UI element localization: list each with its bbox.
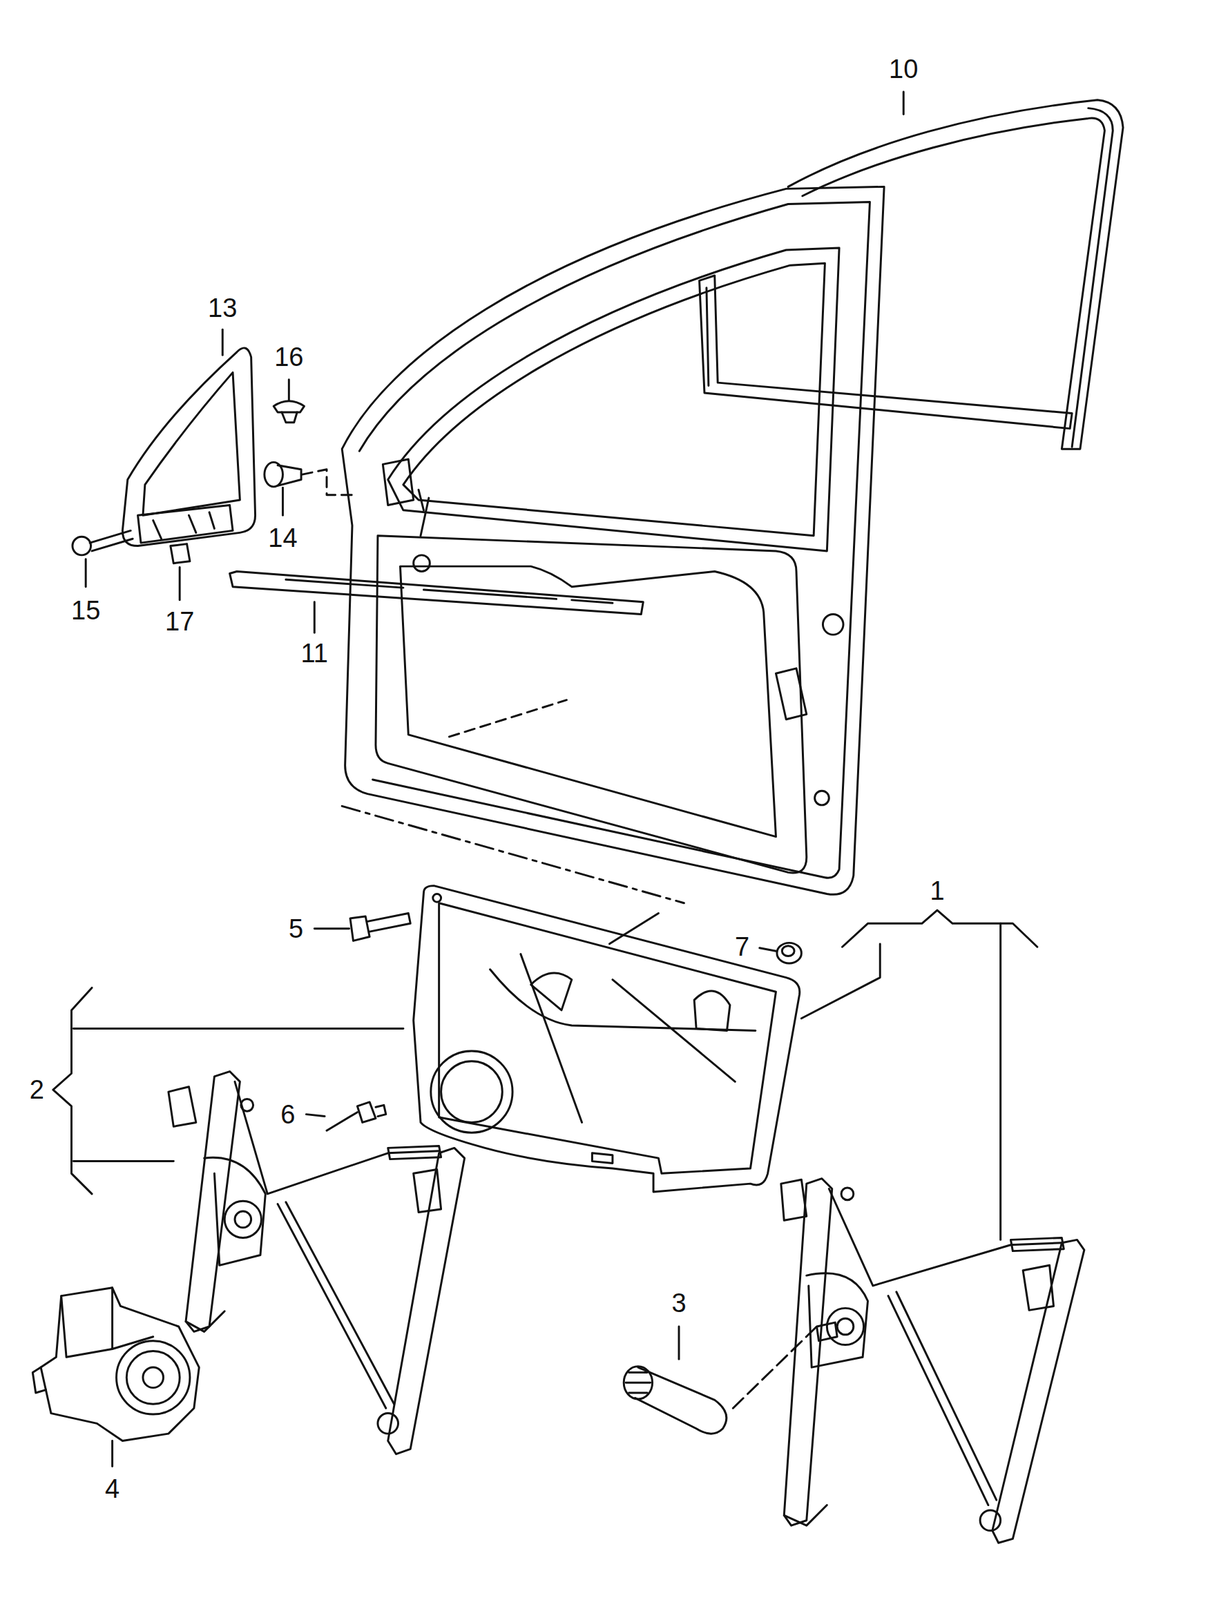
window-regulator-left bbox=[168, 1071, 465, 1455]
window-strip bbox=[229, 571, 644, 615]
callout-number: 2 bbox=[27, 1076, 47, 1104]
bracket-2 bbox=[53, 987, 92, 1194]
door-module-carrier bbox=[413, 886, 800, 1193]
leader-lines bbox=[73, 91, 1001, 1467]
grommet-14 bbox=[264, 462, 302, 487]
callout-number: 4 bbox=[102, 1475, 122, 1503]
window-motor bbox=[32, 1288, 199, 1442]
callout-number: 7 bbox=[732, 933, 752, 961]
callout-number: 15 bbox=[69, 596, 103, 625]
callout-number: 6 bbox=[278, 1100, 297, 1129]
window-crank bbox=[623, 1366, 727, 1435]
bolt-5 bbox=[350, 913, 411, 942]
callout-number: 1 bbox=[927, 877, 947, 905]
callout-number: 13 bbox=[205, 294, 239, 322]
door-shell bbox=[341, 186, 885, 895]
cap-7 bbox=[776, 942, 802, 964]
callout-number: 14 bbox=[265, 524, 300, 552]
screw-15 bbox=[72, 530, 133, 555]
nut-17 bbox=[170, 544, 190, 564]
callout-number: 10 bbox=[886, 55, 920, 83]
mirror-cover bbox=[122, 348, 255, 547]
window-regulator-right bbox=[781, 1178, 1085, 1544]
callout-number: 17 bbox=[162, 607, 197, 636]
bracket-1 bbox=[842, 910, 1038, 947]
clip-16 bbox=[273, 401, 304, 423]
callout-number: 16 bbox=[272, 343, 306, 371]
callout-number: 5 bbox=[286, 915, 306, 943]
rivet-6 bbox=[326, 1102, 387, 1131]
door-seal bbox=[699, 100, 1123, 449]
callout-number: 11 bbox=[299, 639, 331, 668]
callout-number: 3 bbox=[669, 1289, 688, 1318]
